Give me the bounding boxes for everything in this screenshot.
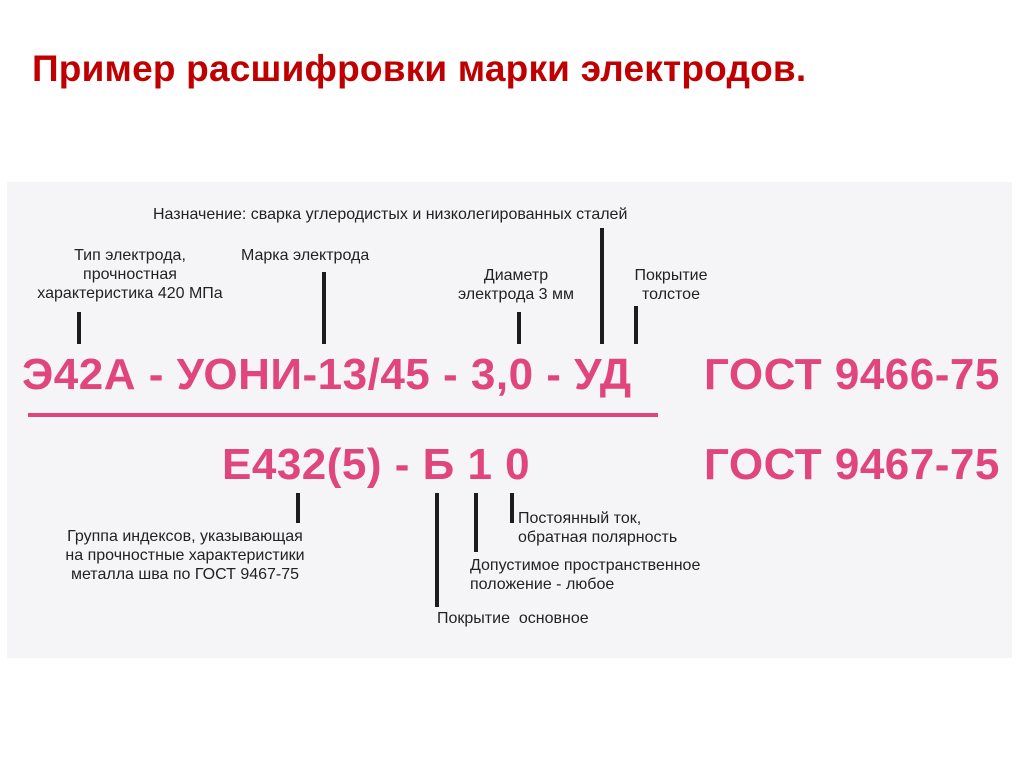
lower-gost: ГОСТ 9467-75 [704,440,1000,489]
current-leader-line [510,493,514,523]
diagram-panel [7,182,1012,658]
type-leader-line [77,312,81,344]
current-polarity-label: Постоянный ток, обратная полярность [518,509,677,547]
position-leader-line [474,493,478,552]
index-group-line-1: Группа индексов, указывающая [67,528,303,545]
coating-thickness-line-1: Покрытие [634,267,708,284]
index-group-label: Группа индексов, указывающая на прочност… [20,527,350,584]
electrode-type-line-3: характеристика 420 МПа [37,285,223,302]
spatial-position-label: Допустимое пространственное положение - … [470,556,700,594]
electrode-diameter-label: Диаметр электрода 3 мм [436,266,596,304]
brand-leader-line [322,272,326,344]
diameter-line-1: Диаметр [483,267,549,284]
upper-electrode-code: Э42А - УОНИ-13/45 - 3,0 - УД [22,350,632,399]
index-group-leader-line [296,493,300,523]
upper-gost: ГОСТ 9466-75 [704,350,1000,399]
index-group-line-2: на прочностные характеристики [65,547,305,564]
electrode-type-line-2: прочностная [83,266,177,283]
index-group-line-3: металла шва по ГОСТ 9467-75 [70,566,300,583]
coating-thickness-label: Покрытие толстое [616,266,726,304]
diameter-line-2: электрода 3 мм [457,286,575,303]
current-line-1: Постоянный ток, [518,510,642,527]
coating-thickness-leader-line [634,306,638,344]
current-line-2: обратная полярность [518,529,678,546]
slide-title: Пример расшифровки марки электродов. [32,48,807,89]
purpose-leader-line [600,228,604,344]
position-line-2: положение - любое [470,576,615,593]
coating-basic-leader-line [435,493,439,607]
coating-thickness-line-2: толстое [642,286,700,303]
electrode-brand-label: Марка электрода [241,247,370,264]
diameter-leader-line [517,312,521,344]
position-line-1: Допустимое пространственное [470,557,701,574]
fraction-divider [28,413,658,417]
purpose-label: Назначение: сварка углеродистых и низкол… [153,206,628,223]
coating-basic-label: Покрытие основное [437,610,589,627]
electrode-type-label: Тип электрода, прочностная характеристик… [10,246,250,303]
lower-electrode-code: Е432(5) - Б 1 0 [222,440,531,489]
electrode-type-line-1: Тип электрода, [74,247,186,264]
